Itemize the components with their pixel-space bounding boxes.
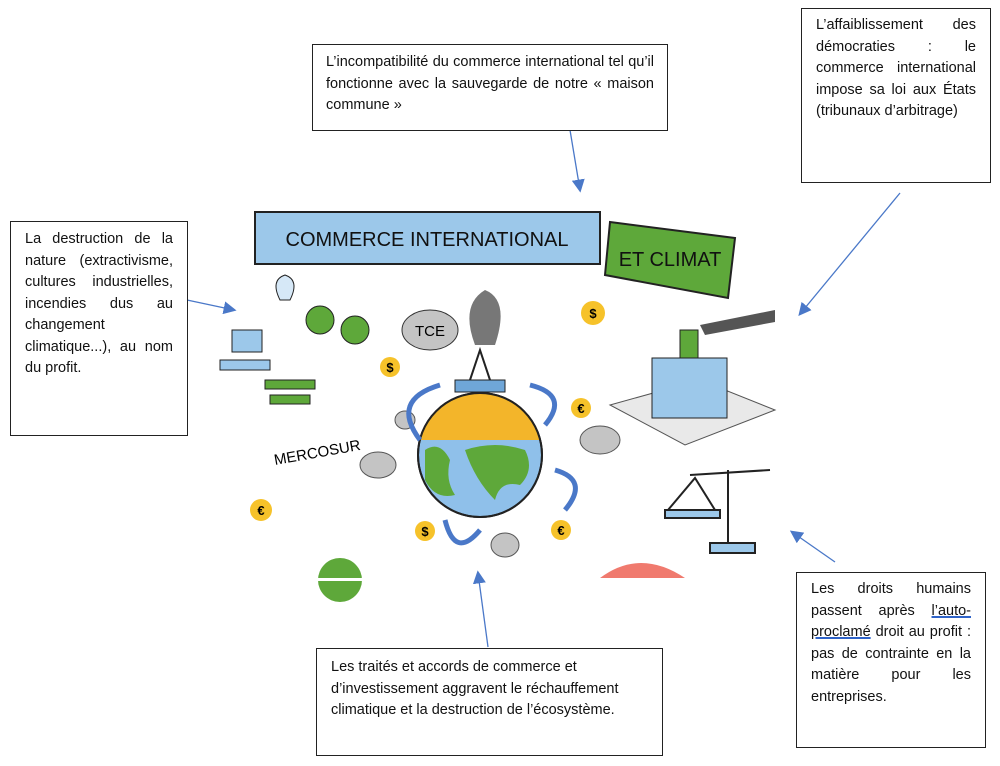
- euro-icon: €: [257, 503, 264, 518]
- dollar-icon: $: [589, 306, 597, 321]
- box-human-rights: Les droits humains passent après l’auto-…: [796, 572, 986, 748]
- scales-of-justice: [664, 469, 771, 554]
- smoke-clouds: [359, 410, 621, 558]
- connector-arrows: [186, 129, 901, 648]
- box-trade-agreements: Les traités et accords de commerce et d’…: [316, 648, 663, 756]
- text-after: droit au profit : pas de contrainte en l…: [811, 624, 971, 705]
- euro-icon: €: [577, 401, 584, 416]
- underlined-term: l’auto-proclamé: [811, 602, 971, 641]
- box-destruction-of-nature: La destruction de la nature (extractivis…: [10, 221, 188, 436]
- deforestation-scene: [219, 274, 370, 405]
- act-bubble: [600, 563, 685, 578]
- tce-cloud: TCE: [401, 290, 501, 351]
- title-banner: COMMERCE INTERNATIONAL ET CLIMAT: [254, 211, 737, 300]
- dollar-icon: $: [386, 360, 394, 375]
- dollar-icon: $: [421, 524, 429, 539]
- ballot-box-scene: [608, 310, 777, 446]
- cycle-arrows: [406, 382, 578, 546]
- banner-subtitle: ET CLIMAT: [619, 249, 722, 271]
- tce-label: TCE: [415, 323, 445, 340]
- text-before: Les droits humains passent après: [811, 581, 971, 619]
- mercosur-label: MERCOSUR: [273, 437, 362, 469]
- globe: [417, 346, 543, 518]
- box-trade-vs-common-home: L’incompatibilité du commerce internatio…: [312, 44, 668, 131]
- euro-icon: €: [557, 523, 564, 538]
- banner-title: COMMERCE INTERNATIONAL: [286, 229, 569, 251]
- box-weakening-democracies: L’affaiblissement des démocraties : le c…: [801, 8, 991, 183]
- coins: $ $ € € $ €: [250, 301, 605, 541]
